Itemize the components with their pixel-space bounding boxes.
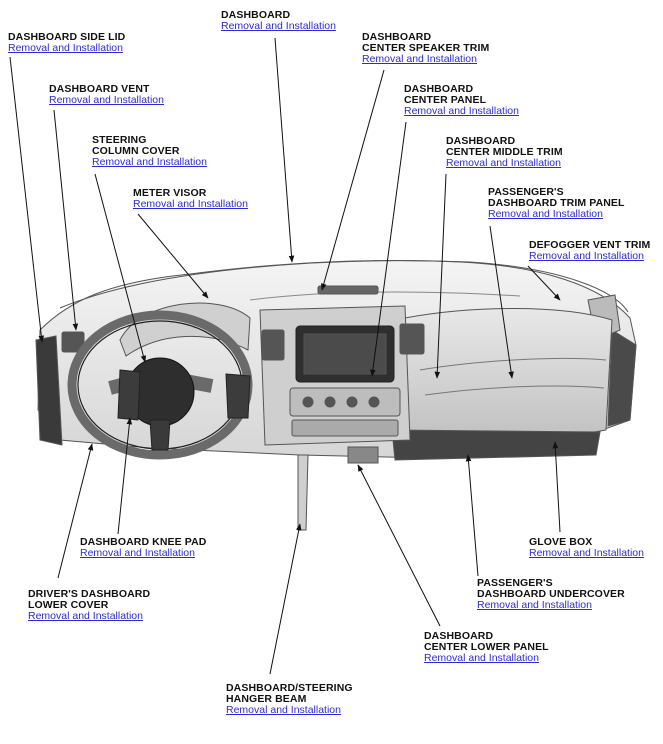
removal-installation-link[interactable]: Removal and Installation bbox=[529, 250, 644, 262]
callout-drivers-dashboard-lower-cover: DRIVER'S DASHBOARD LOWER COVER Removal a… bbox=[28, 589, 150, 622]
removal-installation-link[interactable]: Removal and Installation bbox=[424, 652, 539, 664]
removal-installation-link[interactable]: Removal and Installation bbox=[221, 20, 336, 32]
removal-installation-link[interactable]: Removal and Installation bbox=[446, 157, 561, 169]
callout-dashboard-knee-pad: DASHBOARD KNEE PAD Removal and Installat… bbox=[80, 537, 206, 559]
part-name: DASHBOARD VENT bbox=[49, 83, 150, 95]
callout-passengers-dashboard-trim-panel: PASSENGER'S DASHBOARD TRIM PANEL Removal… bbox=[488, 187, 625, 220]
callout-dashboard-center-panel: DASHBOARD CENTER PANEL Removal and Insta… bbox=[404, 84, 519, 117]
part-name: GLOVE BOX bbox=[529, 536, 593, 548]
removal-installation-link[interactable]: Removal and Installation bbox=[404, 105, 519, 117]
part-name: PASSENGER'S DASHBOARD TRIM PANEL bbox=[488, 186, 625, 209]
part-name: PASSENGER'S DASHBOARD UNDERCOVER bbox=[477, 577, 625, 600]
part-name: DASHBOARD CENTER LOWER PANEL bbox=[424, 630, 549, 653]
callout-glove-box: GLOVE BOX Removal and Installation bbox=[529, 537, 644, 559]
part-name: DASHBOARD CENTER MIDDLE TRIM bbox=[446, 135, 563, 158]
callout-dashboard-center-middle-trim: DASHBOARD CENTER MIDDLE TRIM Removal and… bbox=[446, 136, 563, 169]
removal-installation-link[interactable]: Removal and Installation bbox=[529, 547, 644, 559]
removal-installation-link[interactable]: Removal and Installation bbox=[488, 208, 603, 220]
callout-dashboard-vent: DASHBOARD VENT Removal and Installation bbox=[49, 84, 164, 106]
removal-installation-link[interactable]: Removal and Installation bbox=[49, 94, 164, 106]
removal-installation-link[interactable]: Removal and Installation bbox=[226, 704, 341, 716]
part-name: DASHBOARD CENTER SPEAKER TRIM bbox=[362, 31, 490, 54]
callout-dashboard: DASHBOARD Removal and Installation bbox=[221, 10, 336, 32]
part-name: STEERING COLUMN COVER bbox=[92, 134, 180, 157]
removal-installation-link[interactable]: Removal and Installation bbox=[80, 547, 195, 559]
part-name: DRIVER'S DASHBOARD LOWER COVER bbox=[28, 588, 151, 611]
part-name: DASHBOARD SIDE LID bbox=[8, 31, 126, 43]
part-name: METER VISOR bbox=[133, 187, 207, 199]
removal-installation-link[interactable]: Removal and Installation bbox=[133, 198, 248, 210]
steering-wheel bbox=[67, 310, 253, 460]
callout-meter-visor: METER VISOR Removal and Installation bbox=[133, 188, 248, 210]
removal-installation-link[interactable]: Removal and Installation bbox=[28, 610, 143, 622]
removal-installation-link[interactable]: Removal and Installation bbox=[92, 156, 207, 168]
part-name: DASHBOARD bbox=[221, 9, 291, 21]
removal-installation-link[interactable]: Removal and Installation bbox=[8, 42, 123, 54]
leader-lines bbox=[9, 37, 561, 675]
callout-passengers-dashboard-undercover: PASSENGER'S DASHBOARD UNDERCOVER Removal… bbox=[477, 578, 625, 611]
removal-installation-link[interactable]: Removal and Installation bbox=[362, 53, 477, 65]
part-name: DASHBOARD/STEERING HANGER BEAM bbox=[226, 682, 353, 705]
callout-dashboard-side-lid: DASHBOARD SIDE LID Removal and Installat… bbox=[8, 32, 125, 54]
callout-dashboard-center-speaker-trim: DASHBOARD CENTER SPEAKER TRIM Removal an… bbox=[362, 32, 489, 65]
callout-dashboard-steering-hanger-beam: DASHBOARD/STEERING HANGER BEAM Removal a… bbox=[226, 683, 353, 716]
part-name: DEFOGGER VENT TRIM bbox=[529, 239, 651, 251]
removal-installation-link[interactable]: Removal and Installation bbox=[477, 599, 592, 611]
part-name: DASHBOARD CENTER PANEL bbox=[404, 83, 487, 106]
callout-dashboard-center-lower-panel: DASHBOARD CENTER LOWER PANEL Removal and… bbox=[424, 631, 549, 664]
part-name: DASHBOARD KNEE PAD bbox=[80, 536, 207, 548]
callout-defogger-vent-trim: DEFOGGER VENT TRIM Removal and Installat… bbox=[529, 240, 650, 262]
callout-steering-column-cover: STEERING COLUMN COVER Removal and Instal… bbox=[92, 135, 207, 168]
